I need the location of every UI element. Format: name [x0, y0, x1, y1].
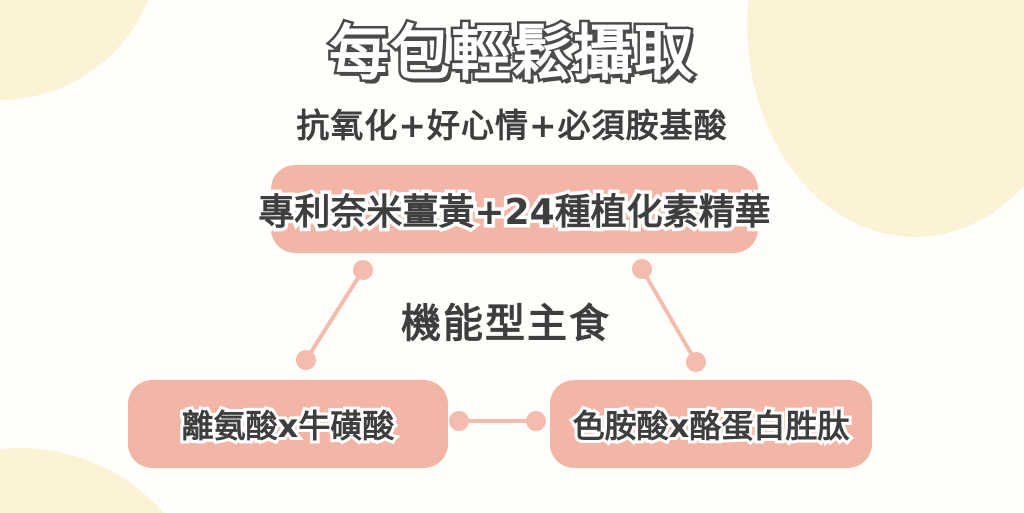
node-patent-nano-turmeric: 專利奈米薑黃+24種植化素精華: [255, 165, 774, 253]
node-tryptophan-casein-peptide: 色胺酸x酪蛋白胜肽: [550, 380, 872, 468]
node-label: 離氨酸x牛磺酸: [179, 404, 398, 448]
page-subtitle: 抗氧化+好心情+必須胺基酸: [296, 106, 728, 145]
center-label-functional-staple: 機能型主食: [401, 301, 611, 347]
connector-left-diagonal: [296, 260, 373, 370]
node-label: 色胺酸x酪蛋白胜肽: [570, 404, 853, 448]
node-label: 專利奈米薑黃+24種植化素精華: [255, 189, 774, 237]
node-lysine-taurine: 離氨酸x牛磺酸: [128, 380, 448, 468]
connector-bottom-horizontal: [449, 411, 546, 431]
connector-right-diagonal: [632, 259, 706, 372]
page-title: 每包輕鬆攝取: [327, 17, 697, 92]
